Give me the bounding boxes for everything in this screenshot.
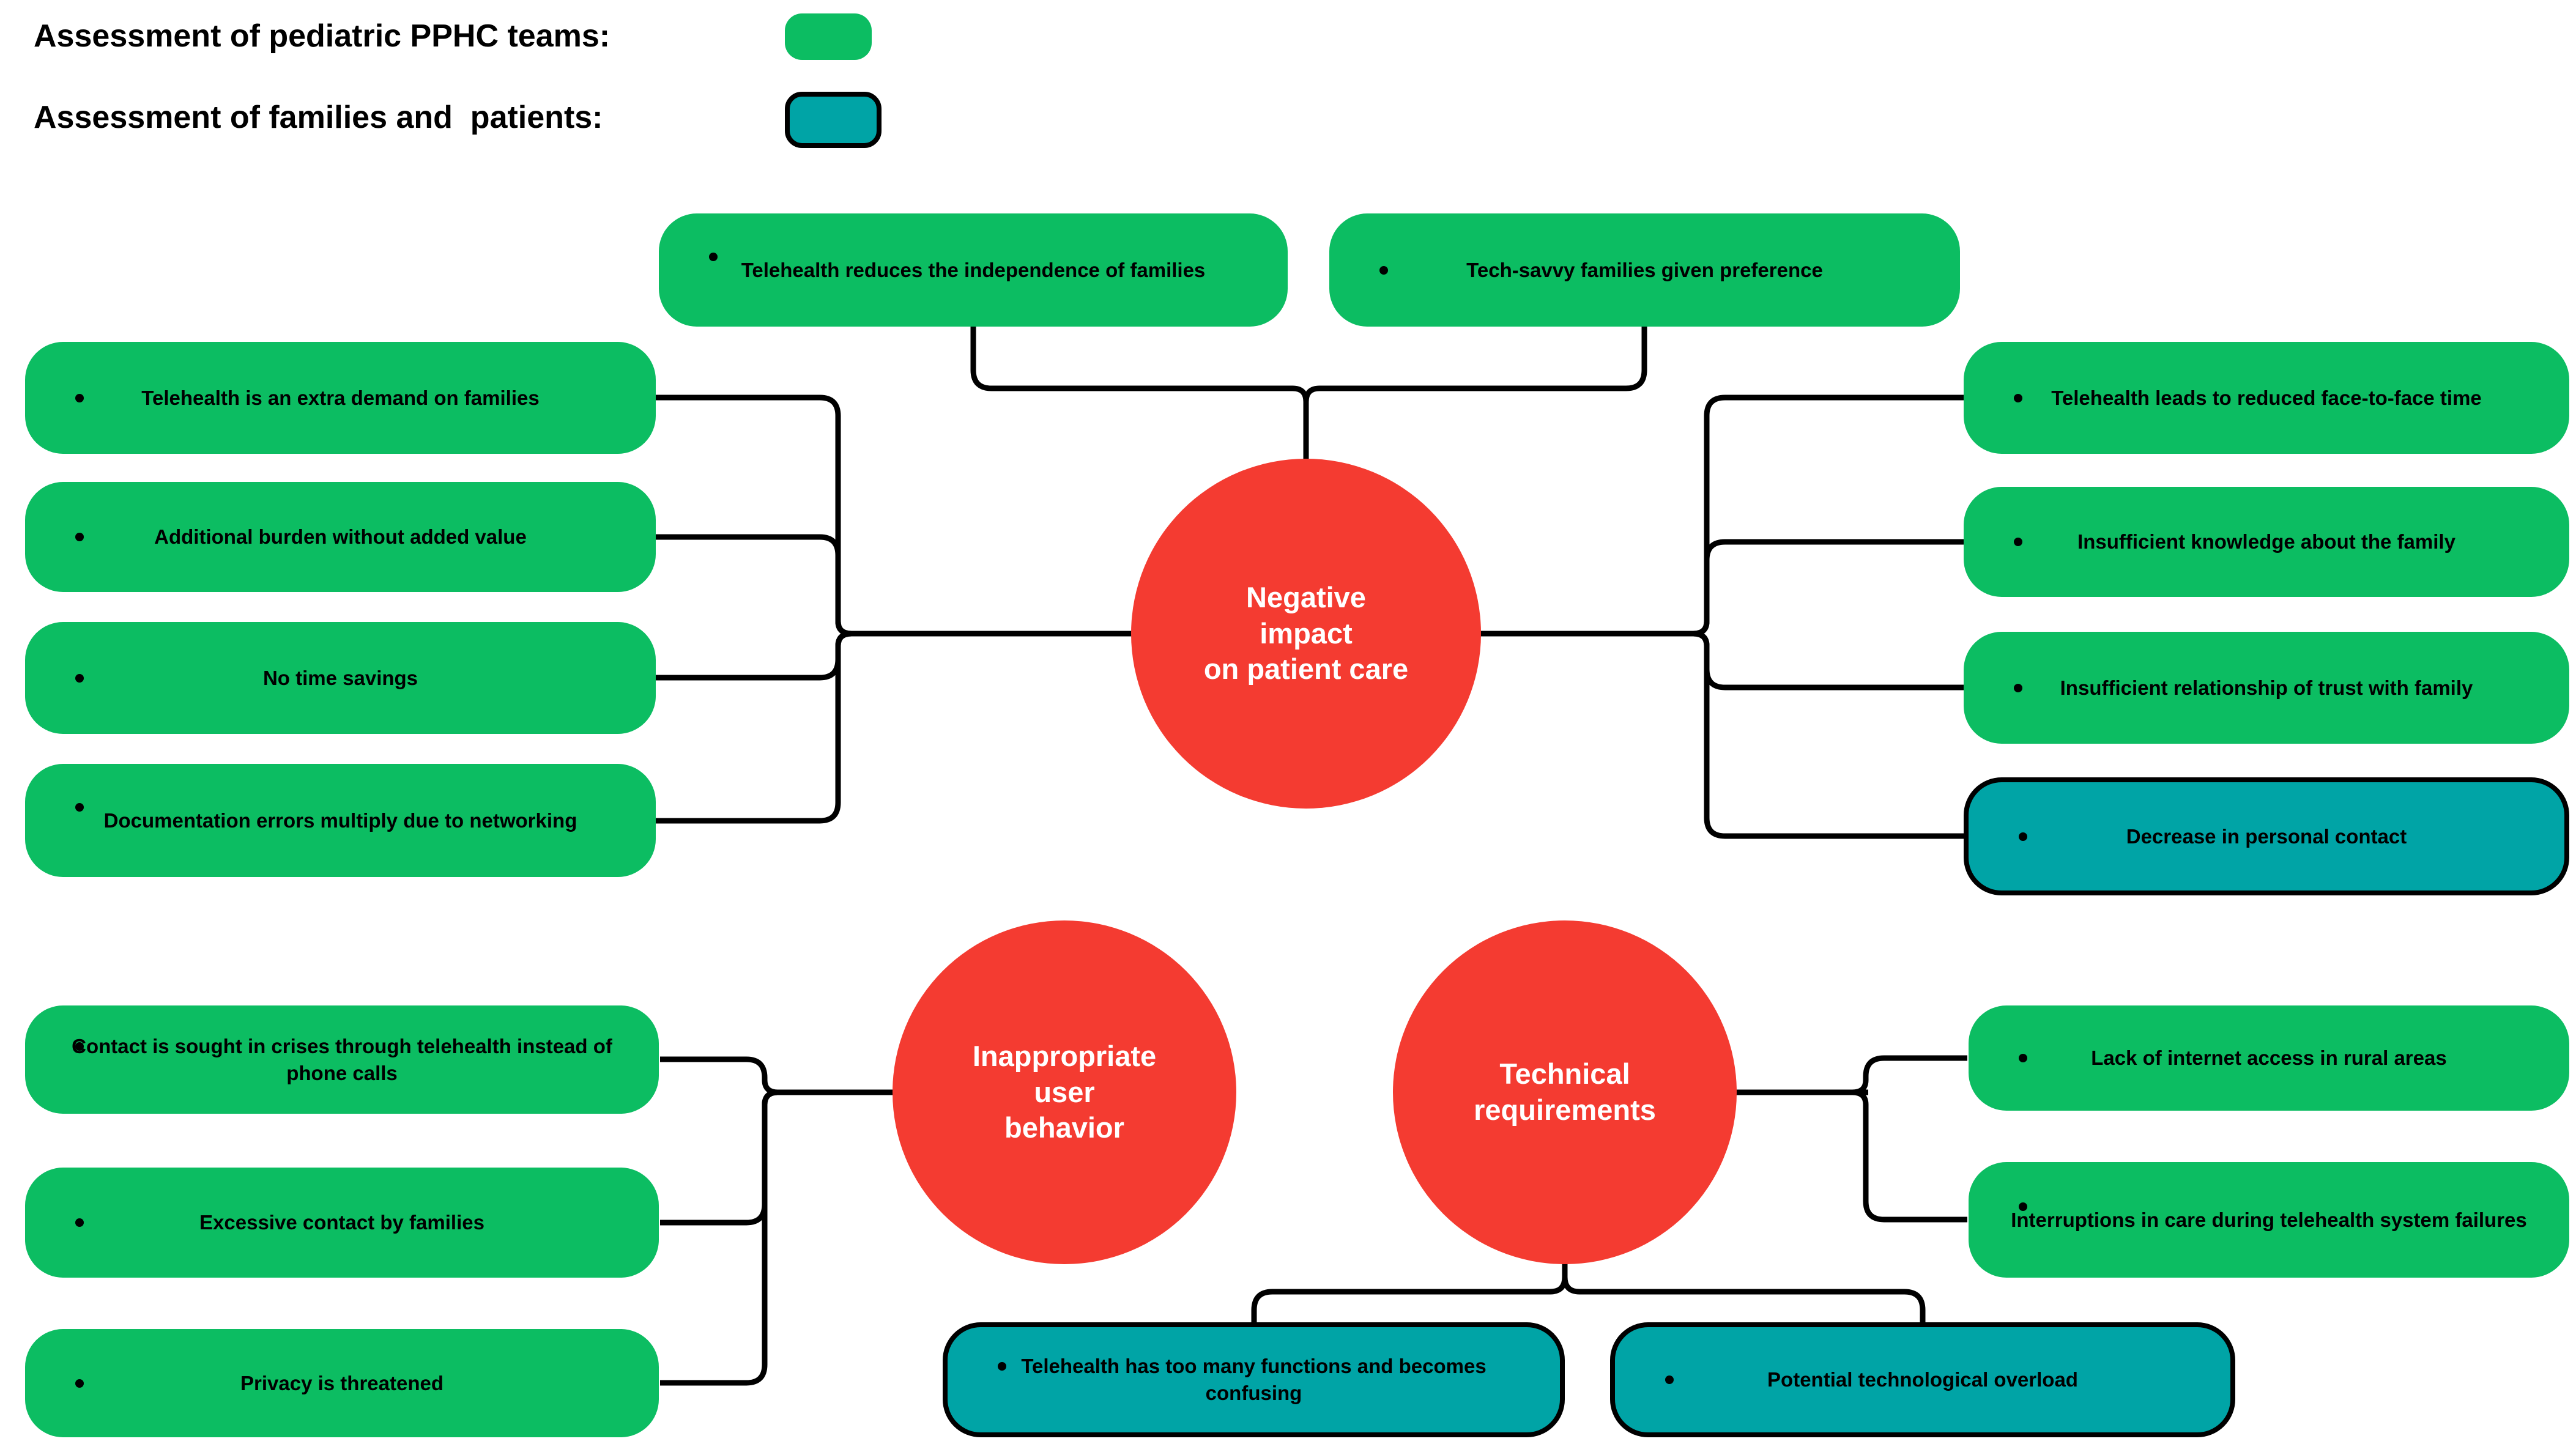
node-tech-savvy-preference: Tech-savvy families given preference <box>1329 213 1960 327</box>
node-additional-burden: Additional burden without added value <box>25 482 656 592</box>
node-label: Excessive contact by families <box>199 1211 484 1234</box>
bullet-icon <box>75 533 84 541</box>
node-insufficient-knowledge: Insufficient knowledge about the family <box>1964 487 2569 597</box>
bullet-icon <box>2019 1202 2027 1211</box>
central-circle-negative-impact: Negative impact on patient care <box>1131 459 1481 809</box>
central-circle-label: Technical requirements <box>1474 1057 1656 1126</box>
bullet-icon <box>1379 265 1388 275</box>
node-reduced-face-to-face: Telehealth leads to reduced face-to-face… <box>1964 342 2569 454</box>
node-no-time-savings: No time savings <box>25 622 656 734</box>
node-label: Insufficient relationship of trust with … <box>2060 676 2473 699</box>
legend-label-families-patients: Assessment of families and patients: <box>34 100 603 135</box>
bullet-icon <box>75 1218 84 1227</box>
node-label: Additional burden without added value <box>154 525 527 548</box>
bullet-icon <box>75 673 84 683</box>
legend-swatch-teal-icon <box>785 92 882 148</box>
bullet-icon <box>2019 832 2027 841</box>
bullet-icon <box>2014 683 2022 692</box>
node-label: No time savings <box>262 666 418 689</box>
bullet-icon <box>2014 393 2022 402</box>
central-circle-label: Negative impact on patient care <box>1203 580 1409 686</box>
node-extra-demand-on-families: Telehealth is an extra demand on familie… <box>25 342 656 454</box>
bullet-icon <box>2014 538 2022 546</box>
node-label: Interruptions in care during telehealth … <box>2011 1208 2527 1231</box>
central-circle-technical-requirements: Technical requirements <box>1393 920 1737 1264</box>
node-label: Documentation errors multiply due to net… <box>103 809 577 832</box>
legend-swatch-green-icon <box>785 13 872 60</box>
node-label: Telehealth is an extra demand on familie… <box>141 386 540 409</box>
bullet-icon <box>75 802 84 812</box>
node-label: Telehealth leads to reduced face-to-face… <box>2051 386 2482 409</box>
bullet-icon <box>75 1379 84 1388</box>
node-documentation-errors: Documentation errors multiply due to net… <box>25 764 656 877</box>
node-label: Telehealth reduces the independence of f… <box>741 258 1206 281</box>
bullet-icon <box>2019 1054 2027 1062</box>
bullet-icon <box>75 1042 84 1051</box>
node-label: Privacy is threatened <box>240 1371 444 1394</box>
node-excessive-contact: Excessive contact by families <box>25 1168 659 1278</box>
node-label: Insufficient knowledge about the family <box>2077 530 2455 553</box>
node-too-many-functions: Telehealth has too many functions and be… <box>943 1322 1565 1437</box>
bullet-icon <box>1665 1376 1674 1384</box>
legend-row-families-patients: Assessment of families and patients: <box>34 91 603 144</box>
node-contact-in-crises: Contact is sought in crises through tele… <box>25 1005 659 1114</box>
node-interruptions-in-care: Interruptions in care during telehealth … <box>1969 1162 2569 1278</box>
node-decrease-personal-contact: Decrease in personal contact <box>1964 777 2569 895</box>
legend-label-pphc-teams: Assessment of pediatric PPHC teams: <box>34 18 611 54</box>
legend-row-pphc-teams: Assessment of pediatric PPHC teams: <box>34 9 610 63</box>
node-label: Potential technological overload <box>1767 1368 2078 1391</box>
central-circle-label: Inappropriate user behavior <box>972 1039 1157 1144</box>
node-technological-overload: Potential technological overload <box>1610 1322 2235 1437</box>
bullet-icon <box>998 1362 1006 1371</box>
node-privacy-threatened: Privacy is threatened <box>25 1329 659 1437</box>
node-label: Decrease in personal contact <box>2126 824 2407 848</box>
node-reduces-independence: Telehealth reduces the independence of f… <box>659 213 1288 327</box>
central-circle-inappropriate-user-behavior: Inappropriate user behavior <box>893 920 1236 1264</box>
node-label: Contact is sought in crises through tele… <box>72 1034 612 1084</box>
bullet-icon <box>75 393 84 402</box>
bullet-icon <box>709 252 718 261</box>
node-label: Tech-savvy families given preference <box>1466 258 1823 281</box>
node-insufficient-trust: Insufficient relationship of trust with … <box>1964 632 2569 744</box>
node-label: Lack of internet access in rural areas <box>2091 1046 2447 1069</box>
node-lack-of-internet: Lack of internet access in rural areas <box>1969 1005 2569 1111</box>
node-label: Telehealth has too many functions and be… <box>1021 1355 1487 1404</box>
